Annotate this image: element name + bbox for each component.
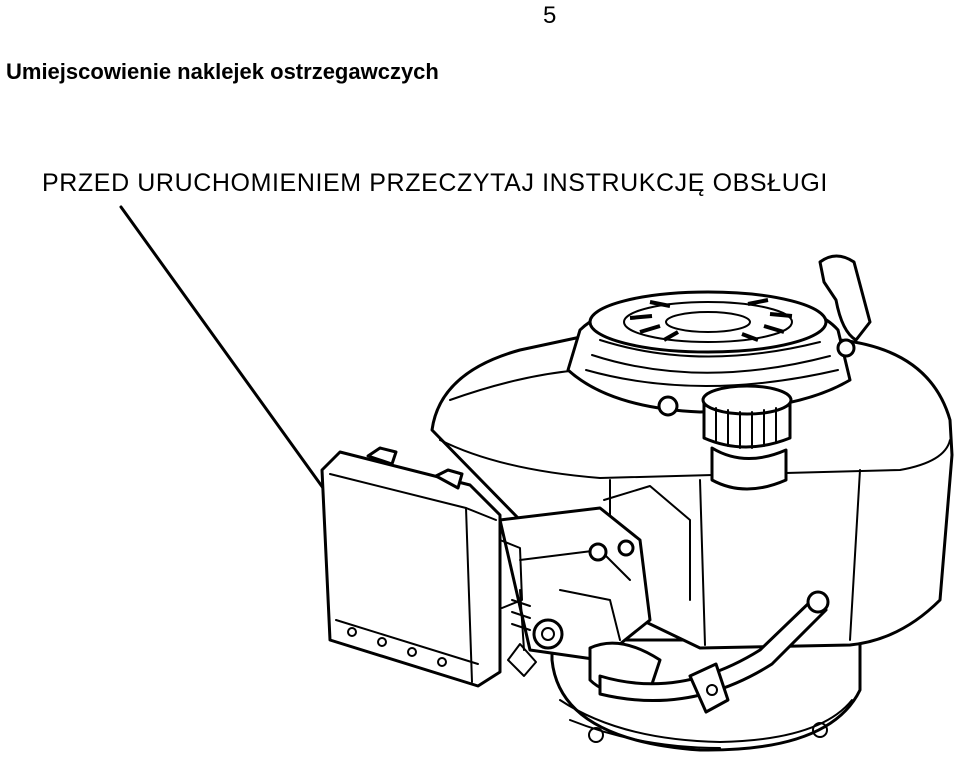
warning-label-text: PRZED URUCHOMIENIEM PRZECZYTAJ INSTRUKCJ… bbox=[42, 169, 828, 197]
recoil-starter bbox=[566, 254, 872, 417]
page-title: Umiejscowienie naklejek ostrzegawczych bbox=[6, 59, 439, 84]
air-cleaner bbox=[320, 446, 523, 688]
fuel-line bbox=[598, 590, 830, 714]
page-number: 5 bbox=[543, 2, 557, 29]
carburetor bbox=[498, 485, 691, 695]
engine-illustration bbox=[0, 190, 960, 767]
filler-cap bbox=[701, 384, 793, 491]
